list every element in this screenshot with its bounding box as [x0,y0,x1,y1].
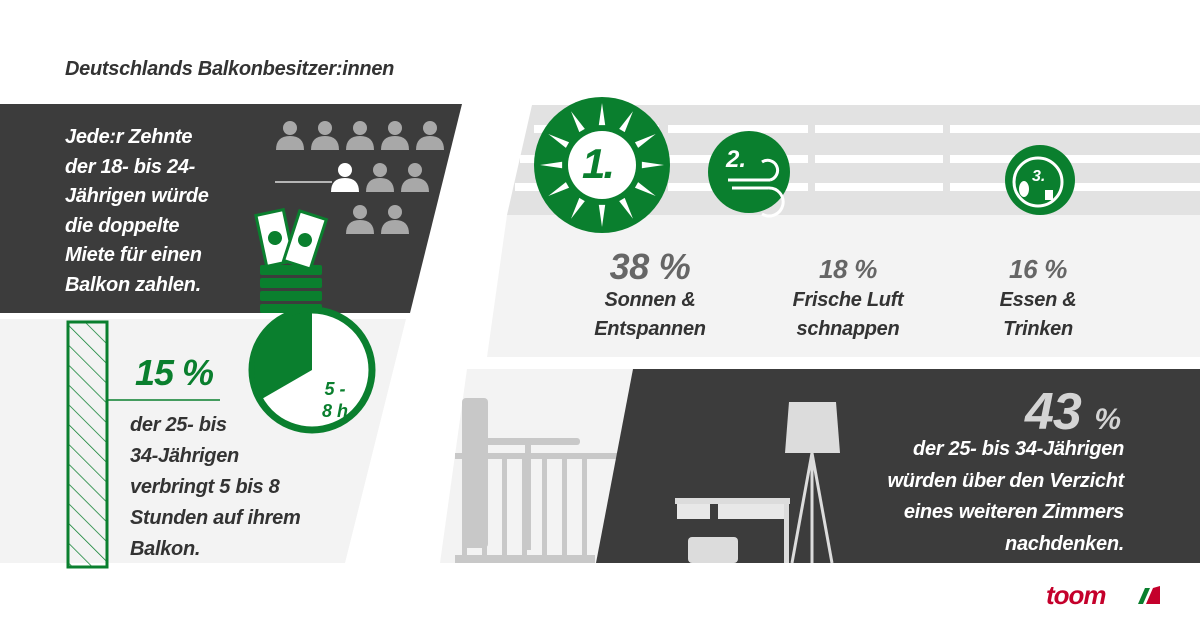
text-line: Stunden auf ihrem [130,507,301,529]
person-icon [331,163,359,192]
person-icon [346,205,374,234]
text-line: Balkon. [130,538,201,560]
ranking-item-1: 38 % Sonnen & Entspannen [550,248,750,344]
pie-label: 5 - 8 h [318,378,352,422]
ranking-label: Entspannen [594,318,706,340]
ranking-value: 38 % [609,246,691,287]
page-title: Deutschlands Balkonbesitzer:innen [65,58,395,80]
sun-ray [634,182,656,196]
ranking-label: schnappen [796,318,900,340]
sun-ray [641,161,664,169]
text-line: Jährigen würde [65,185,209,207]
fact-room-text: der 25- bis 34-Jährigen würden über den … [887,434,1124,560]
fact-hours-text: der 25- bis 34-Jährigen verbringt 5 bis … [130,410,350,565]
sun-ray [548,182,570,196]
ranking-label: Frische Luft [792,289,904,311]
person-icon [346,121,374,150]
text-line: Balkon zahlen. [65,273,201,296]
sun-ray [571,111,585,133]
fact-rent-text: Jede:r Zehnte der 18- bis 24- Jährigen w… [65,123,255,300]
person-icon [311,121,339,150]
text-line: der 18- bis 24- [65,155,196,178]
text-line: Miete für einen [65,244,202,266]
pie-sector [253,312,312,399]
ranking-label: Trinken [1003,318,1073,340]
hatched-bar [66,320,109,569]
text-line: nachdenken. [1005,532,1124,555]
ranking-value: 18 % [818,254,878,284]
ranking-value: 16 % [1008,254,1068,284]
person-icon [276,121,304,150]
text-line: würden über den Verzicht [887,469,1124,492]
person-icon [381,205,409,234]
sun-ray [598,103,606,126]
fact-hours-value: 15 % [135,352,214,393]
plate-cutlery-icon [1005,145,1075,215]
rank-number: 1. [582,140,615,187]
room-furniture-illustration [675,402,840,564]
money-stack-icon [254,207,329,313]
ranking-label: Sonnen & [604,289,696,311]
pie-label-line: 5 - [324,379,346,399]
text-line: verbringt 5 bis 8 [130,476,280,498]
pie-chart-hours [248,306,376,434]
sun-ray [634,134,656,148]
wind-icon [708,131,790,218]
sun-ray [619,197,633,219]
rank-number: 2. [726,146,747,173]
fact-room-value: 43 % [1025,382,1121,442]
value-number: 43 [1025,383,1082,441]
brand-logo: toom [1046,580,1107,610]
value-unit: % [1094,403,1121,436]
sun-ray [540,161,563,169]
people-icon [276,121,444,234]
dark-panel-rent [0,104,462,313]
person-icon [381,121,409,150]
ranking-item-2: 18 % Frische Luft schnappen [748,252,948,344]
sun-ray [571,197,585,219]
light-panel-ranking [487,215,1200,357]
person-icon [416,121,444,150]
toom-logo-mark [1138,586,1160,604]
sun-ray [619,111,633,133]
person-icon [401,163,429,192]
person-icon [366,163,394,192]
text-line: Jede:r Zehnte [65,126,193,148]
pie-label-line: 8 h [321,401,348,421]
ranking-item-3: 16 % Essen & Trinken [938,252,1138,344]
ranking-label: Essen & [999,289,1077,311]
text-line: 34-Jährigen [130,445,239,467]
text-line: die doppelte [65,214,180,237]
text-line: der 25- bis 34-Jährigen [913,438,1124,460]
sun-ray [548,134,570,148]
text-line: eines weiteren Zimmers [903,501,1124,523]
rank-number: 3. [1032,168,1046,185]
text-line: der 25- bis [130,414,227,436]
sun-ray [598,204,606,227]
sun-icon [534,97,670,233]
